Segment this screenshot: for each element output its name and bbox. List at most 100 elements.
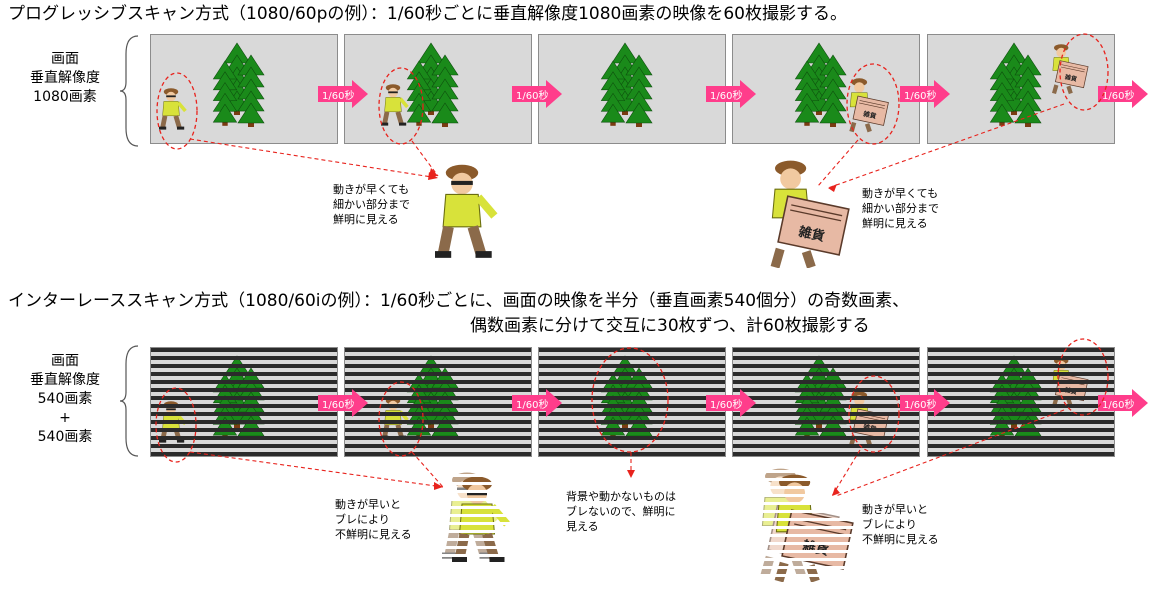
arrow-shape (512, 389, 562, 417)
caption-line: ブレにより (335, 513, 390, 526)
caption-line: 背景や動かないものは (566, 490, 676, 503)
man-with-box: 雑貨 (770, 160, 850, 268)
progressive-frame-3 (538, 34, 726, 144)
time-arrow: 1/60秒 (706, 389, 756, 417)
label-line: 画面 (51, 353, 79, 369)
caption-line: ブレないので、鮮明に (566, 505, 676, 518)
label-line: 540画素 (37, 429, 93, 445)
interlace-frame-1 (150, 347, 338, 457)
connector-line (189, 451, 444, 488)
tree (794, 60, 820, 126)
walking-man (159, 88, 187, 130)
arrow-shape (900, 80, 950, 108)
caption-line: 見える (566, 520, 599, 533)
interlace-frame-4: 雑貨 (732, 347, 920, 457)
time-arrow-label: 1/60秒 (1102, 91, 1135, 102)
time-arrow-label: 1/60秒 (904, 400, 937, 411)
interlace-stripes (928, 348, 1114, 456)
caption-line: 動きが早くても (862, 187, 939, 200)
progressive-frame-1 (150, 34, 338, 144)
arrow-shape (318, 80, 368, 108)
time-arrow-label: 1/60秒 (516, 91, 549, 102)
progressive-row-label: 画面 垂直解像度 1080画素 (10, 50, 120, 107)
caption-line: 鮮明に見える (333, 213, 399, 226)
man-with-box: 雑貨 (1051, 44, 1089, 95)
caption-line: 細かい部分まで (333, 198, 410, 211)
interlace-stripes (733, 348, 919, 456)
label-line: 垂直解像度 (30, 372, 100, 388)
time-arrow: 1/60秒 (900, 80, 950, 108)
progressive-frame-2 (344, 34, 532, 144)
arrow-shape (318, 389, 368, 417)
progressive-frame-5: 雑貨 (927, 34, 1115, 144)
man-with-box: 雑貨 (849, 78, 889, 133)
label-line: 画面 (51, 51, 79, 67)
interlace-brace (119, 345, 139, 457)
time-arrow-label: 1/60秒 (1102, 400, 1135, 411)
interlace-caption-left: 動きが早いと ブレにより 不鮮明に見える (335, 497, 412, 542)
time-arrow: 1/60秒 (706, 80, 756, 108)
arrow-shape (1098, 389, 1148, 417)
interlace-title-line-2: 偶数画素に分けて交互に30枚ずつ、計60枚撮影する (470, 316, 870, 336)
caption-line: 動きが早いと (335, 498, 401, 511)
time-arrow: 1/60秒 (512, 389, 562, 417)
walking-man (435, 164, 498, 258)
caption-line: 動きが早くても (333, 183, 410, 196)
connector-line (189, 138, 439, 179)
arrow-shape (1098, 80, 1148, 108)
interlace-caption-right: 動きが早いと ブレにより 不鮮明に見える (862, 502, 939, 547)
time-arrow-label: 1/60秒 (710, 91, 743, 102)
caption-line: ブレにより (862, 518, 917, 531)
progressive-caption-left: 動きが早くても 細かい部分まで 鮮明に見える (333, 182, 410, 227)
arrow-shape (706, 80, 756, 108)
progressive-caption-right: 動きが早くても 細かい部分まで 鮮明に見える (862, 186, 939, 231)
interlace-title-line-1: インターレーススキャン方式（1080/60iの例）：1/60秒ごとに、画面の映像… (8, 291, 910, 311)
interlace-stripes (151, 348, 337, 456)
time-arrow-label: 1/60秒 (904, 91, 937, 102)
tree (625, 54, 653, 127)
caption-line: 不鮮明に見える (335, 528, 412, 541)
svg-text:雑貨: 雑貨 (796, 224, 826, 245)
time-arrow-label: 1/60秒 (516, 400, 549, 411)
interlace-caption-middle: 背景や動かないものは ブレないので、鮮明に 見える (566, 489, 676, 534)
arrow-shape (706, 389, 756, 417)
progressive-frame-4: 雑貨 (732, 34, 920, 144)
time-arrow-label: 1/60秒 (322, 400, 355, 411)
label-line: 540画素 (37, 391, 93, 407)
time-arrow: 1/60秒 (512, 80, 562, 108)
caption-line: 細かい部分まで (862, 202, 939, 215)
time-arrow: 1/60秒 (900, 389, 950, 417)
time-arrow: 1/60秒 (318, 80, 368, 108)
interlace-stripes (345, 348, 531, 456)
caption-line: 動きが早いと (862, 503, 928, 516)
tree (237, 54, 265, 127)
caption-line: 鮮明に見える (862, 217, 928, 230)
progressive-brace (119, 35, 139, 147)
time-arrow-label: 1/60秒 (322, 91, 355, 102)
interlace-frame-2 (344, 347, 532, 457)
label-line: 垂直解像度 (30, 70, 100, 86)
caption-line: 不鮮明に見える (862, 533, 939, 546)
tree (600, 60, 626, 126)
walking-man (381, 84, 409, 126)
time-arrow: 1/60秒 (1098, 389, 1148, 417)
man-carrying-box-figure: 雑貨 (770, 160, 850, 268)
arrow-shape (512, 80, 562, 108)
progressive-title: プログレッシブスキャン方式（1080/60pの例）：1/60秒ごとに垂直解像度1… (8, 4, 847, 24)
blurred-walking-man-figure (428, 466, 528, 565)
time-arrow: 1/60秒 (318, 389, 368, 417)
label-line: 1080画素 (33, 89, 97, 105)
time-arrow: 1/60秒 (1098, 80, 1148, 108)
label-line: + (59, 410, 71, 426)
connector-arrowhead (627, 470, 635, 478)
interlace-frame-3 (538, 347, 726, 457)
interlace-frame-5: 雑貨 (927, 347, 1115, 457)
tree (212, 60, 238, 126)
walking-man-figure (435, 164, 498, 258)
interlace-row-label: 画面 垂直解像度 540画素 + 540画素 (10, 352, 120, 447)
time-arrow-label: 1/60秒 (710, 400, 743, 411)
interlace-stripes (539, 348, 725, 456)
tree (431, 54, 459, 127)
